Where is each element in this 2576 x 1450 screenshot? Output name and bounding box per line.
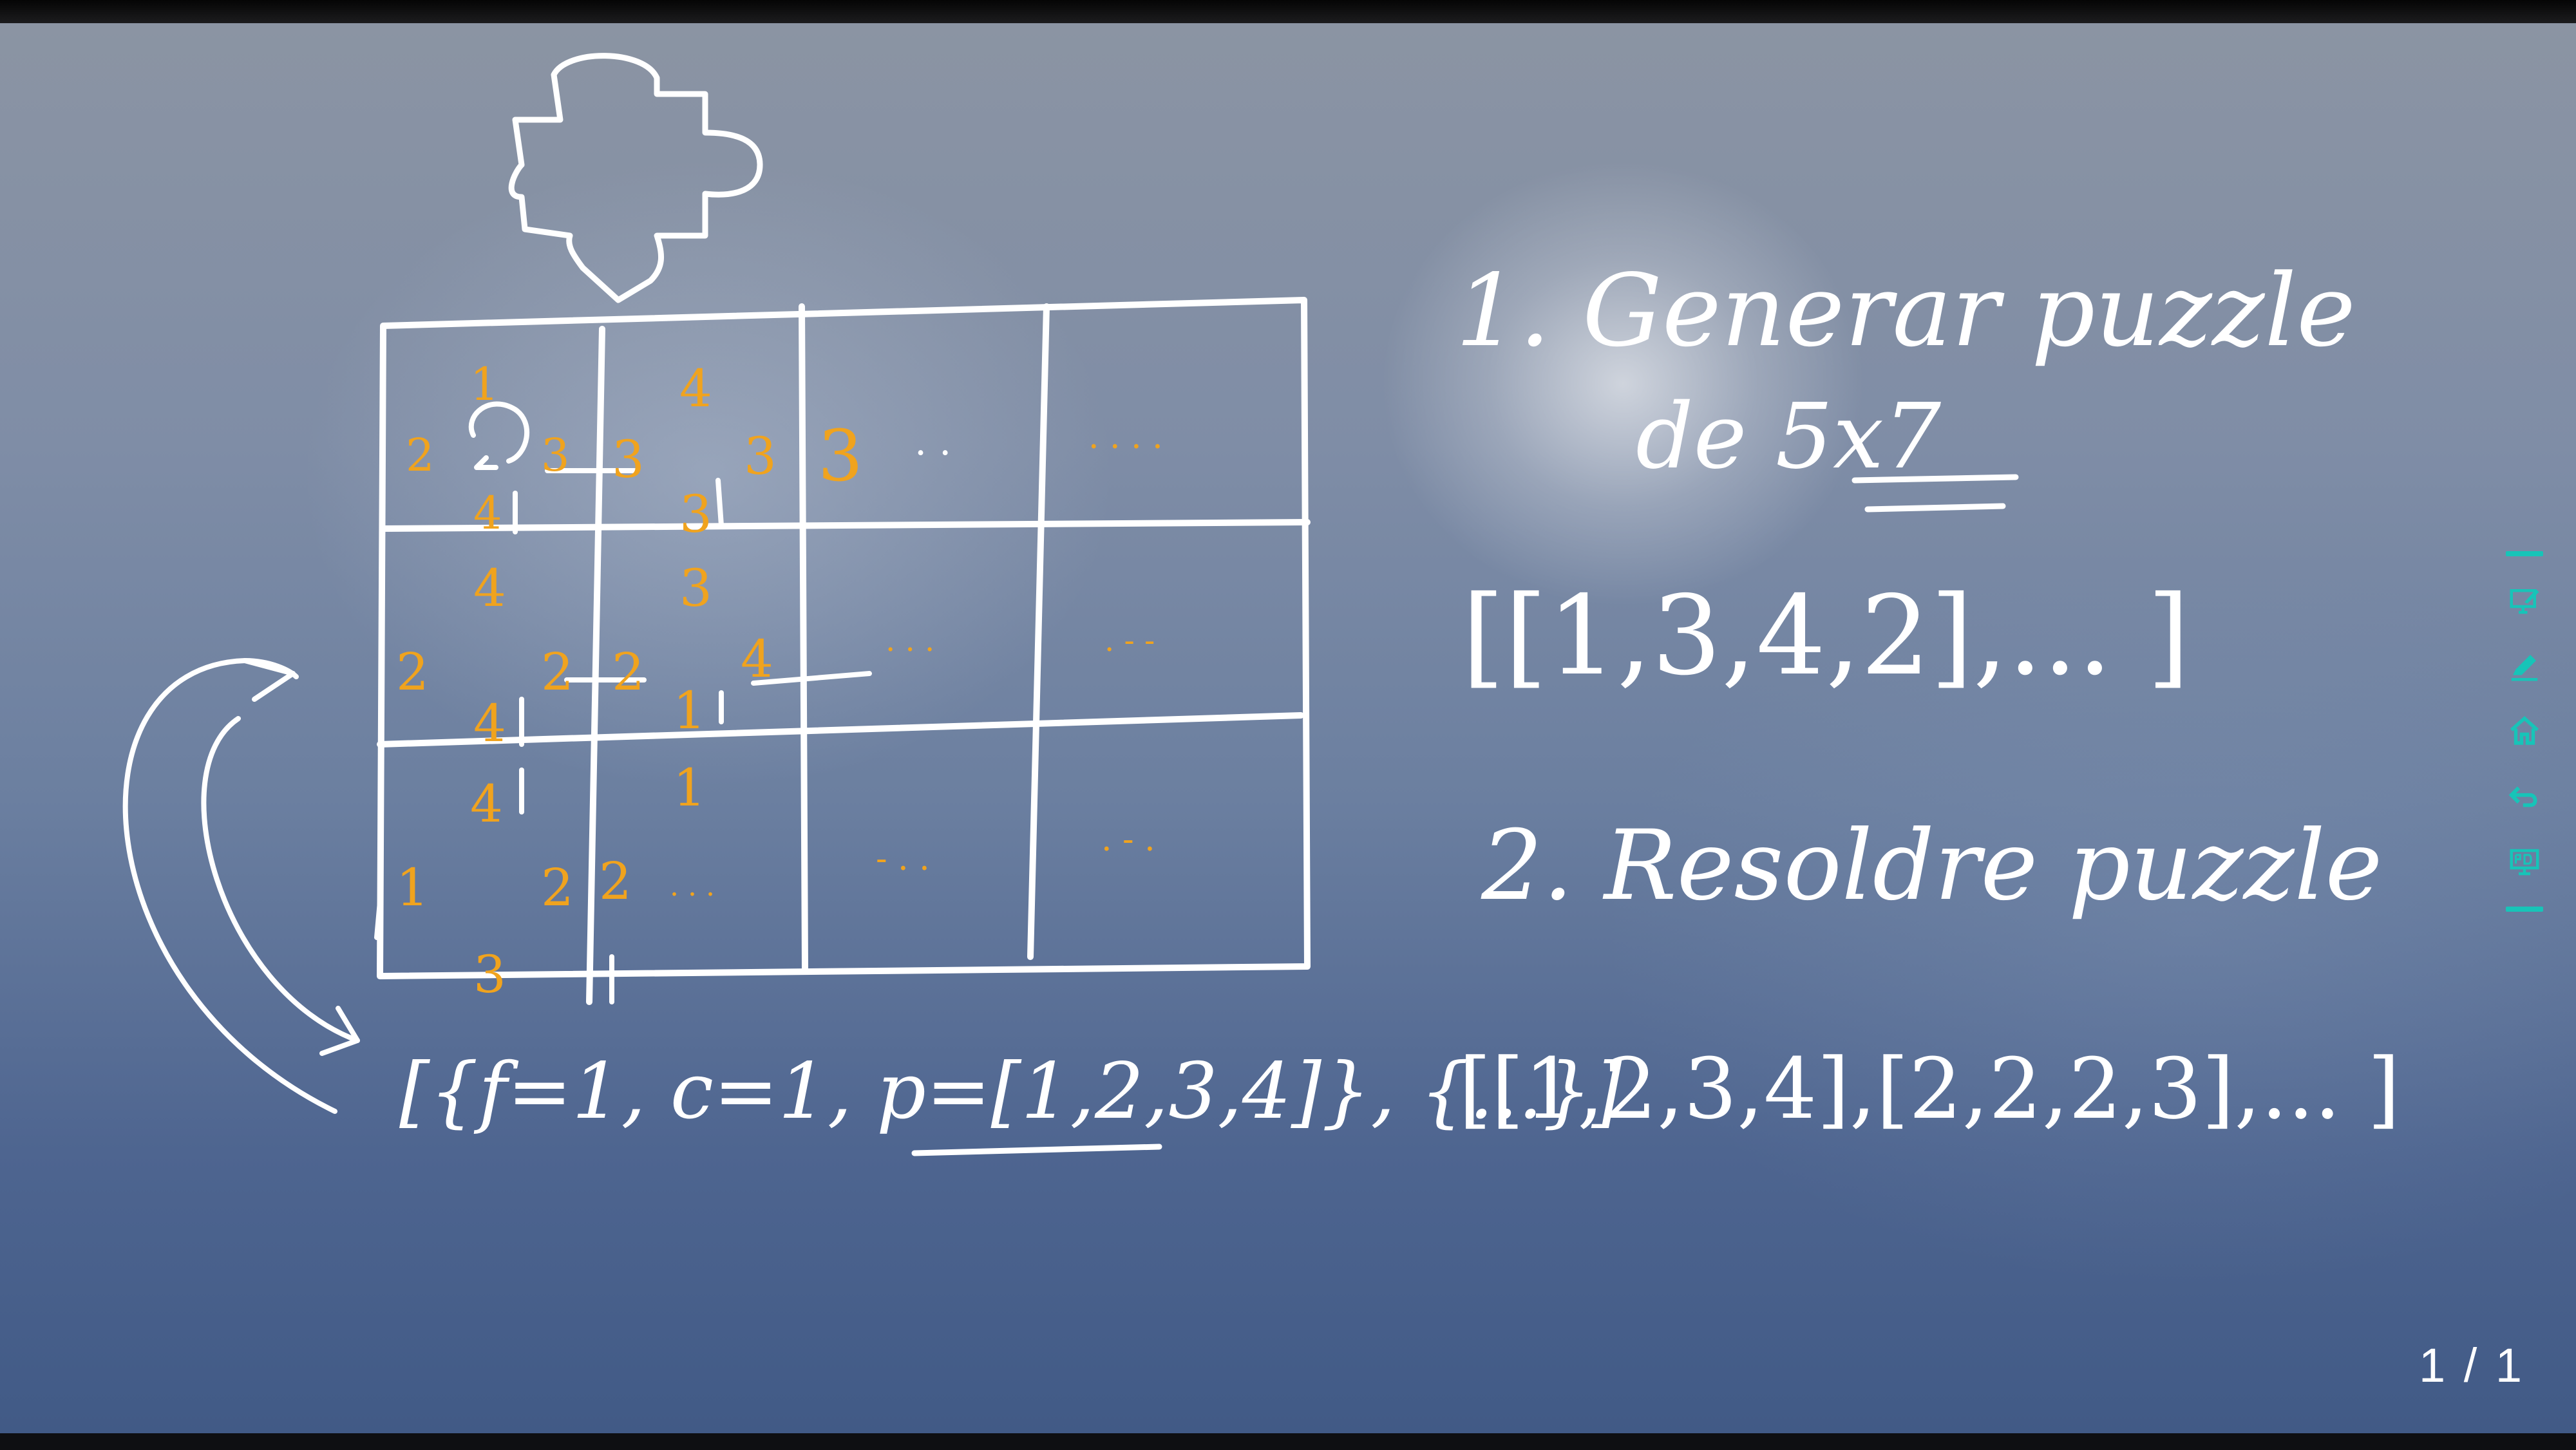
title-underline xyxy=(911,474,2019,1156)
grid-cell-r2c3: . . . xyxy=(886,623,934,659)
cell-r3c2-top: 1 xyxy=(673,758,706,818)
piece-list: [{f=1, c=1, p=[1,2,3,4]}, {...}] xyxy=(399,1047,1622,1136)
cell-r2c4-rest: . - - xyxy=(1104,623,1155,659)
back-icon xyxy=(2508,786,2537,807)
step1-array: [[1,3,4,2],... ] xyxy=(1462,572,2190,700)
cell-r1c4-rest: . . . . xyxy=(1088,418,1163,457)
monitor-bezel-top xyxy=(0,0,2576,23)
grid-cell-r1c3: 3 . . xyxy=(818,415,951,497)
cell-r1c3-rest: . . xyxy=(914,419,951,464)
cell-r2c2-top: 3 xyxy=(679,558,712,618)
curved-arrows xyxy=(122,658,360,1114)
grid-cell-r2c4: . - - xyxy=(1104,623,1155,659)
monitor-bezel-bottom xyxy=(0,1433,2576,1450)
cell-r1c1-right: 3 xyxy=(541,429,570,482)
cell-r3c4-rest: . - . xyxy=(1101,820,1155,859)
whiteboard-screen[interactable]: 1 2 3 4 4 3 3 3 3 . . . . . . 4 2 2 4 3 … xyxy=(0,23,2576,1433)
puzzle-grid xyxy=(377,297,1311,1005)
home-icon xyxy=(2510,716,2539,745)
page-indicator: 1 / 1 xyxy=(2419,1339,2524,1392)
toolbar-grip-bottom[interactable] xyxy=(2506,906,2543,912)
side-toolbar xyxy=(2499,551,2550,912)
cell-r1c2-bottom: 3 xyxy=(679,484,712,544)
cell-r1c2-right: 3 xyxy=(744,426,777,486)
cell-r1c1-bottom: 4 xyxy=(473,487,502,540)
cell-r2c2-left: 2 xyxy=(612,642,645,702)
cell-r2c1-left: 2 xyxy=(396,642,429,702)
cell-r2c1-top: 4 xyxy=(473,558,506,618)
cell-r3c3-rest: - . . xyxy=(876,840,930,878)
cell-r3c1-right: 2 xyxy=(541,858,574,918)
grid-cell-r2c2: 3 2 4 1 xyxy=(612,558,773,740)
title-line1: 1. Generar puzzle xyxy=(1455,252,2356,369)
grid-cell-r3c3: - . . xyxy=(876,840,930,878)
step2-title: 2. Resoldre puzzle xyxy=(1481,810,2382,922)
cell-r3c2-rest: . . . xyxy=(670,870,715,903)
cell-r1c2-top: 4 xyxy=(679,359,712,419)
cell-r1c1-left: 2 xyxy=(406,429,435,482)
pd-screen-icon xyxy=(2510,849,2539,875)
cell-r3c2-left: 2 xyxy=(599,851,632,911)
grid-cell-r1c2: 4 3 3 3 xyxy=(612,359,777,544)
grid-cell-r3c2: 1 2 . . . xyxy=(599,758,715,911)
pen-icon xyxy=(2511,654,2538,681)
whiteboard-canvas[interactable]: 1 2 3 4 4 3 3 3 3 . . . . . . 4 2 2 4 3 … xyxy=(0,23,2576,1433)
home-button[interactable] xyxy=(2504,711,2545,752)
annotate-screen-button[interactable] xyxy=(2504,580,2545,621)
step2-array: [[1,2,3,4],[2,2,2,3],... ] xyxy=(1459,1040,2400,1138)
grid-cell-r1c1: 1 2 3 4 xyxy=(406,358,570,540)
back-button[interactable] xyxy=(2504,776,2545,817)
puzzle-piece-sketch xyxy=(508,53,763,303)
cell-r1c3-left: 3 xyxy=(818,415,863,497)
grid-cell-r3c4: . - . xyxy=(1101,820,1155,859)
grid-edge-marks xyxy=(374,401,872,1004)
cell-r2c1-bottom: 4 xyxy=(473,693,506,753)
cell-r3c1-bottom: 3 xyxy=(473,945,506,1004)
cell-r2c3-rest: . . . xyxy=(886,623,934,659)
annotate-screen-icon xyxy=(2510,589,2539,614)
grid-cell-r2c1: 4 2 2 4 xyxy=(396,558,574,753)
cell-r2c1-right: 2 xyxy=(541,642,574,702)
cell-r1c2-left: 3 xyxy=(612,429,645,489)
cell-r2c2-right: 4 xyxy=(741,629,773,689)
cell-r3c1-left: 1 xyxy=(396,858,429,918)
handwritten-notes: 1. Generar puzzle de 5x7 [[1,3,4,2],... … xyxy=(399,252,2400,1138)
cell-r3c1-top: 4 xyxy=(470,774,503,834)
grid-cell-r1c4: . . . . xyxy=(1088,418,1163,457)
toolbar-grip-top[interactable] xyxy=(2506,551,2543,556)
pd-screen-button[interactable] xyxy=(2504,842,2545,883)
pen-button[interactable] xyxy=(2504,646,2545,687)
cell-r1c1-top: 1 xyxy=(470,358,499,411)
title-line2: de 5x7 xyxy=(1636,384,1941,489)
cell-r2c2-bottom: 1 xyxy=(673,681,706,740)
grid-cell-r3c1: 4 1 2 3 xyxy=(396,774,574,1004)
